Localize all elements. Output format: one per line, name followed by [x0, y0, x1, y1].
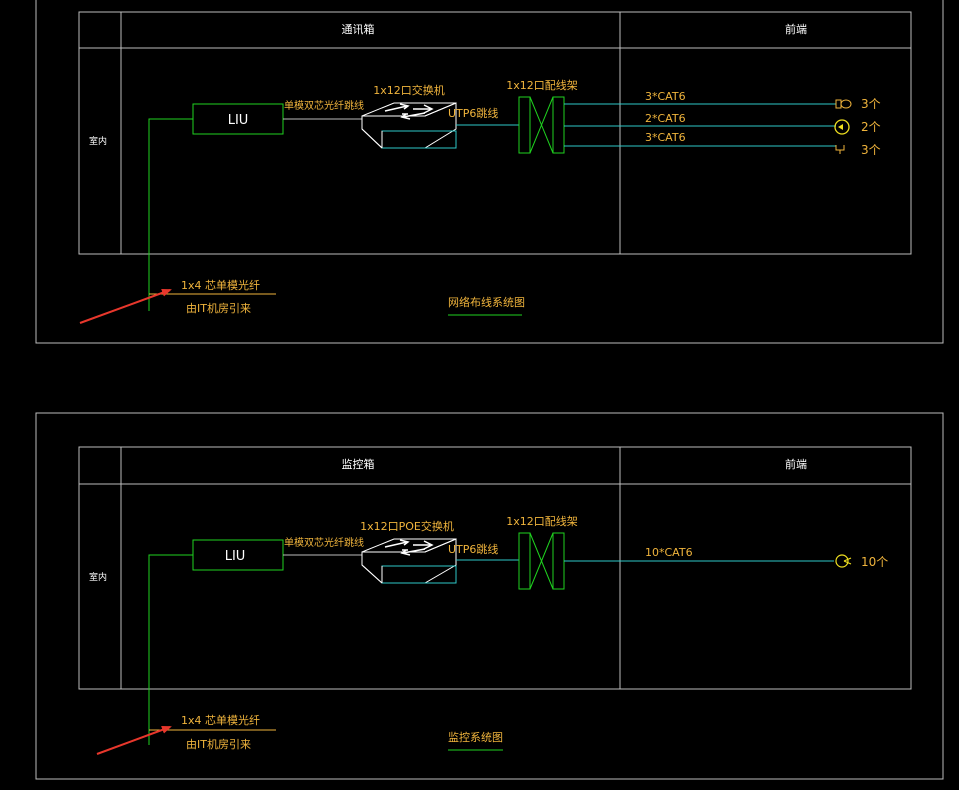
header-front-end: 前端	[785, 22, 807, 36]
cable-label: 2*CAT6	[645, 112, 686, 125]
patch-panel-icon	[518, 532, 565, 590]
incoming-fiber-line	[148, 554, 193, 745]
cable-label: 10*CAT6	[645, 546, 693, 559]
outer-frame	[35, 0, 944, 344]
liu-label: LIU	[225, 549, 246, 564]
utp-label: UTP6跳线	[448, 542, 498, 556]
camera-icon	[835, 554, 852, 568]
endpoint-count: 10个	[861, 555, 888, 569]
camera-icon	[834, 119, 850, 135]
incoming-fiber-source: 由IT机房引来	[186, 737, 251, 751]
incoming-fiber-label: 1x4 芯单模光纤	[181, 278, 260, 292]
header-cabinet: 监控箱	[342, 457, 375, 471]
fiber-link-label: 单模双芯光纤跳线	[284, 536, 364, 549]
header-front-end: 前端	[785, 457, 807, 471]
utp-label: UTP6跳线	[448, 106, 498, 120]
switch-icon	[361, 102, 457, 149]
table-frame	[78, 11, 912, 255]
header-cabinet: 通讯箱	[342, 22, 375, 36]
red-arrow	[96, 726, 172, 755]
cable-label: 3*CAT6	[645, 90, 686, 103]
endpoint-count: 3个	[861, 143, 881, 157]
outlet-icon	[835, 99, 852, 109]
patch-panel-label: 1x12口配线架	[506, 78, 578, 92]
table-frame	[78, 446, 912, 690]
fiber-link-label: 单模双芯光纤跳线	[284, 99, 364, 112]
incoming-fiber-source: 由IT机房引来	[186, 301, 251, 315]
incoming-fiber-line	[148, 118, 193, 311]
switch-icon	[361, 538, 457, 584]
switch-label: 1x12口POE交换机	[360, 519, 454, 533]
monitoring-diagram: 监控箱 前端 室内 1x4 芯单模光纤 由IT机房引来 LIU 单模双芯光纤跳线…	[35, 412, 944, 780]
red-arrow	[79, 288, 172, 324]
patch-panel-icon	[518, 96, 565, 154]
incoming-fiber-label: 1x4 芯单模光纤	[181, 713, 260, 727]
patch-panel-label: 1x12口配线架	[506, 514, 578, 528]
access-point-icon	[835, 145, 845, 154]
endpoint-count: 2个	[861, 120, 881, 134]
switch-label: 1x12口交换机	[373, 83, 445, 97]
outer-frame	[35, 412, 944, 780]
cable-label: 3*CAT6	[645, 131, 686, 144]
diagram-title: 网络布线系统图	[448, 295, 525, 309]
row-label-indoor: 室内	[89, 571, 107, 583]
diagram-title: 监控系统图	[448, 730, 503, 744]
endpoint-count: 3个	[861, 97, 881, 111]
row-label-indoor: 室内	[89, 135, 107, 147]
liu-label: LIU	[228, 113, 249, 128]
network-diagram: 通讯箱 前端 室内 1x4 芯单模光纤 由IT机房引来 LIU 单模双芯光纤跳线…	[35, 0, 944, 344]
